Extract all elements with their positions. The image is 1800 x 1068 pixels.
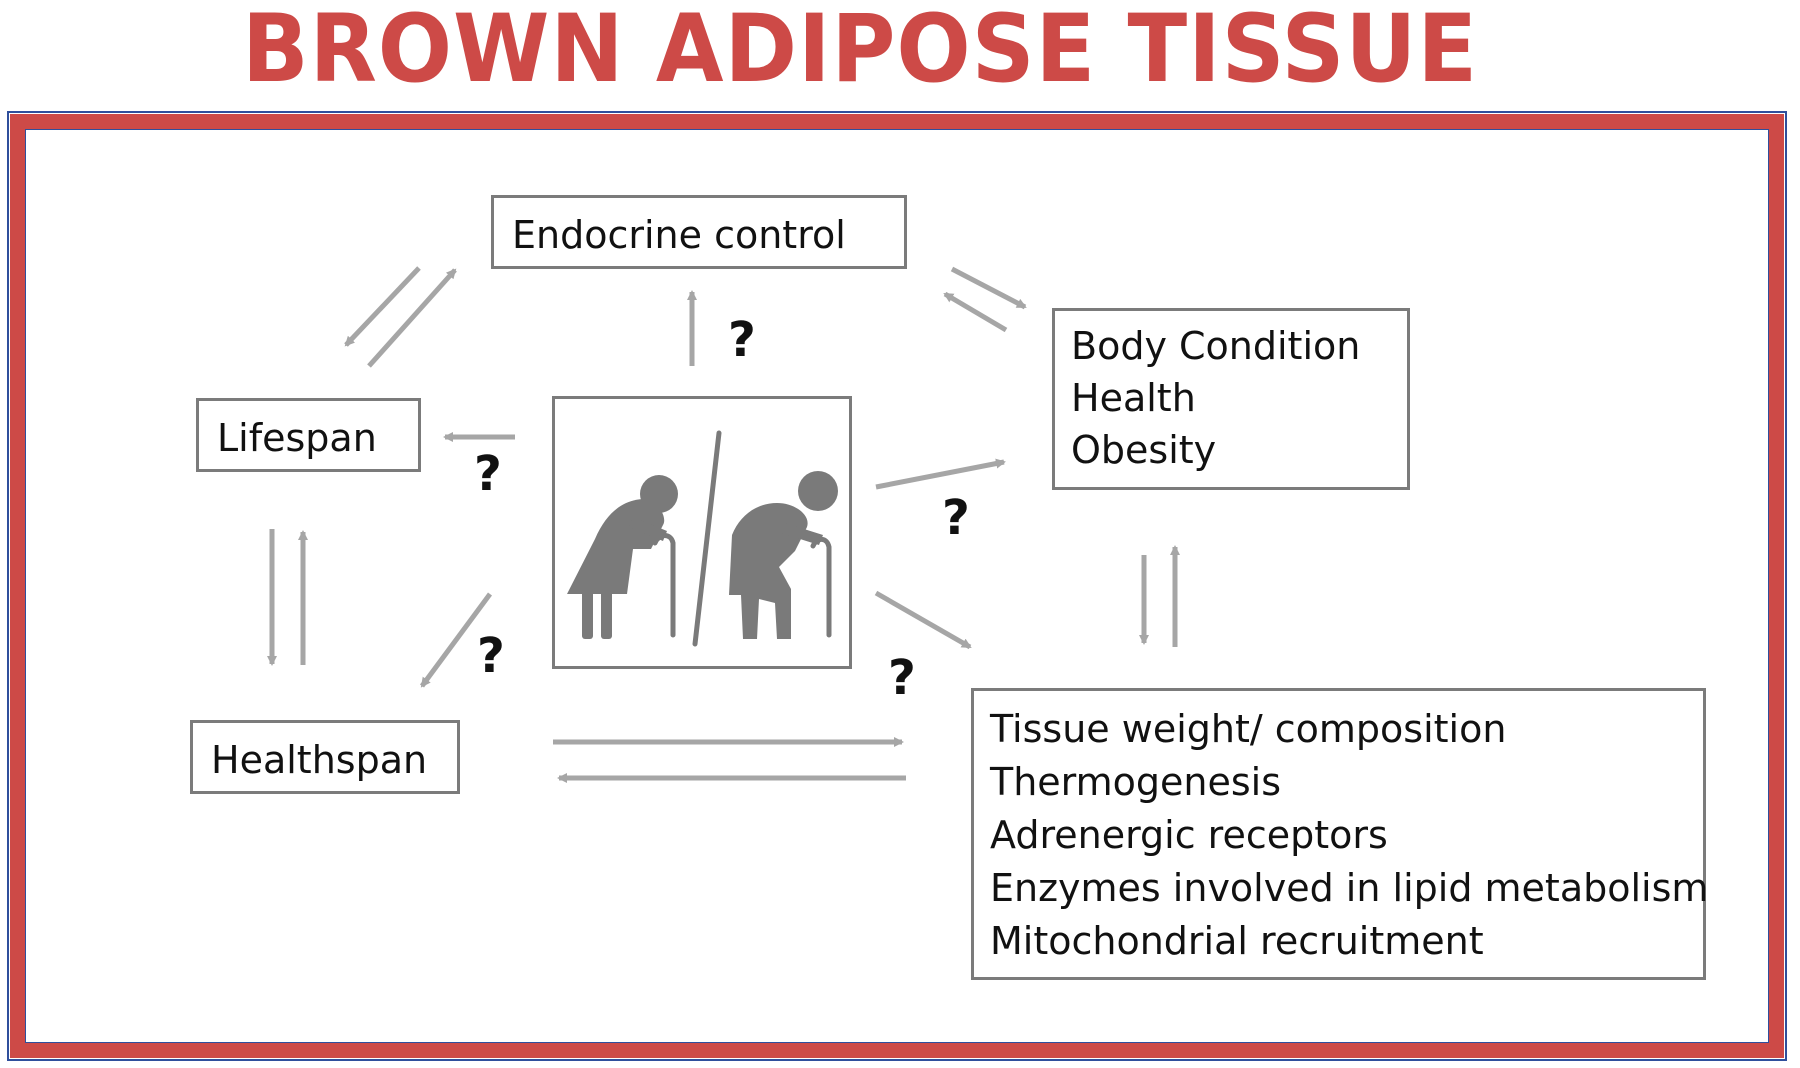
lifespan-box: Lifespan	[196, 398, 421, 472]
body-condition-line-1: Body Condition	[1071, 324, 1361, 368]
frame-outer-border	[7, 111, 1787, 1061]
aging-image-box	[552, 396, 852, 669]
arrow-center-to-healthspan	[419, 592, 493, 688]
body-condition-line-2: Health	[1071, 376, 1196, 420]
arrow-body-to-endocrine	[943, 291, 1008, 333]
tissue-line-2: Thermogenesis	[990, 760, 1282, 804]
arrow-endocrine-to-body	[950, 266, 1027, 310]
tissue-line-4: Enzymes involved in lipid metabolism	[990, 866, 1709, 910]
lifespan-label: Lifespan	[217, 416, 377, 460]
page-title: BROWN ADIPOSE TISSUE	[242, 0, 1478, 104]
arrow-center-to-body	[875, 458, 1006, 490]
healthspan-label: Healthspan	[211, 738, 428, 782]
elderly-couple-with-canes-icon	[567, 430, 838, 647]
endocrine-control-box: Endocrine control	[491, 195, 907, 269]
frame-red-border	[10, 114, 1784, 1058]
arrow-center-to-tissue	[874, 590, 972, 650]
arrow-lifespan-to-endocrine	[367, 268, 457, 368]
question-mark-lifespan: ?	[474, 446, 502, 502]
arrow-endocrine-to-lifespan	[344, 266, 421, 347]
frame-inner-border	[25, 129, 1769, 1043]
question-mark-body: ?	[942, 490, 970, 546]
body-condition-line-3: Obesity	[1071, 428, 1217, 472]
question-mark-endocrine: ?	[728, 312, 756, 368]
healthspan-box: Healthspan	[190, 720, 460, 794]
tissue-line-1: Tissue weight/ composition	[990, 707, 1507, 751]
endocrine-control-label: Endocrine control	[512, 213, 846, 257]
tissue-line-3: Adrenergic receptors	[990, 813, 1388, 857]
tissue-properties-box: Tissue weight/ composition Thermogenesis…	[971, 688, 1709, 980]
question-mark-healthspan: ?	[477, 628, 505, 684]
question-mark-tissue: ?	[888, 650, 916, 706]
body-condition-box: Body Condition Health Obesity	[1052, 308, 1410, 490]
tissue-line-5: Mitochondrial recruitment	[990, 919, 1484, 963]
